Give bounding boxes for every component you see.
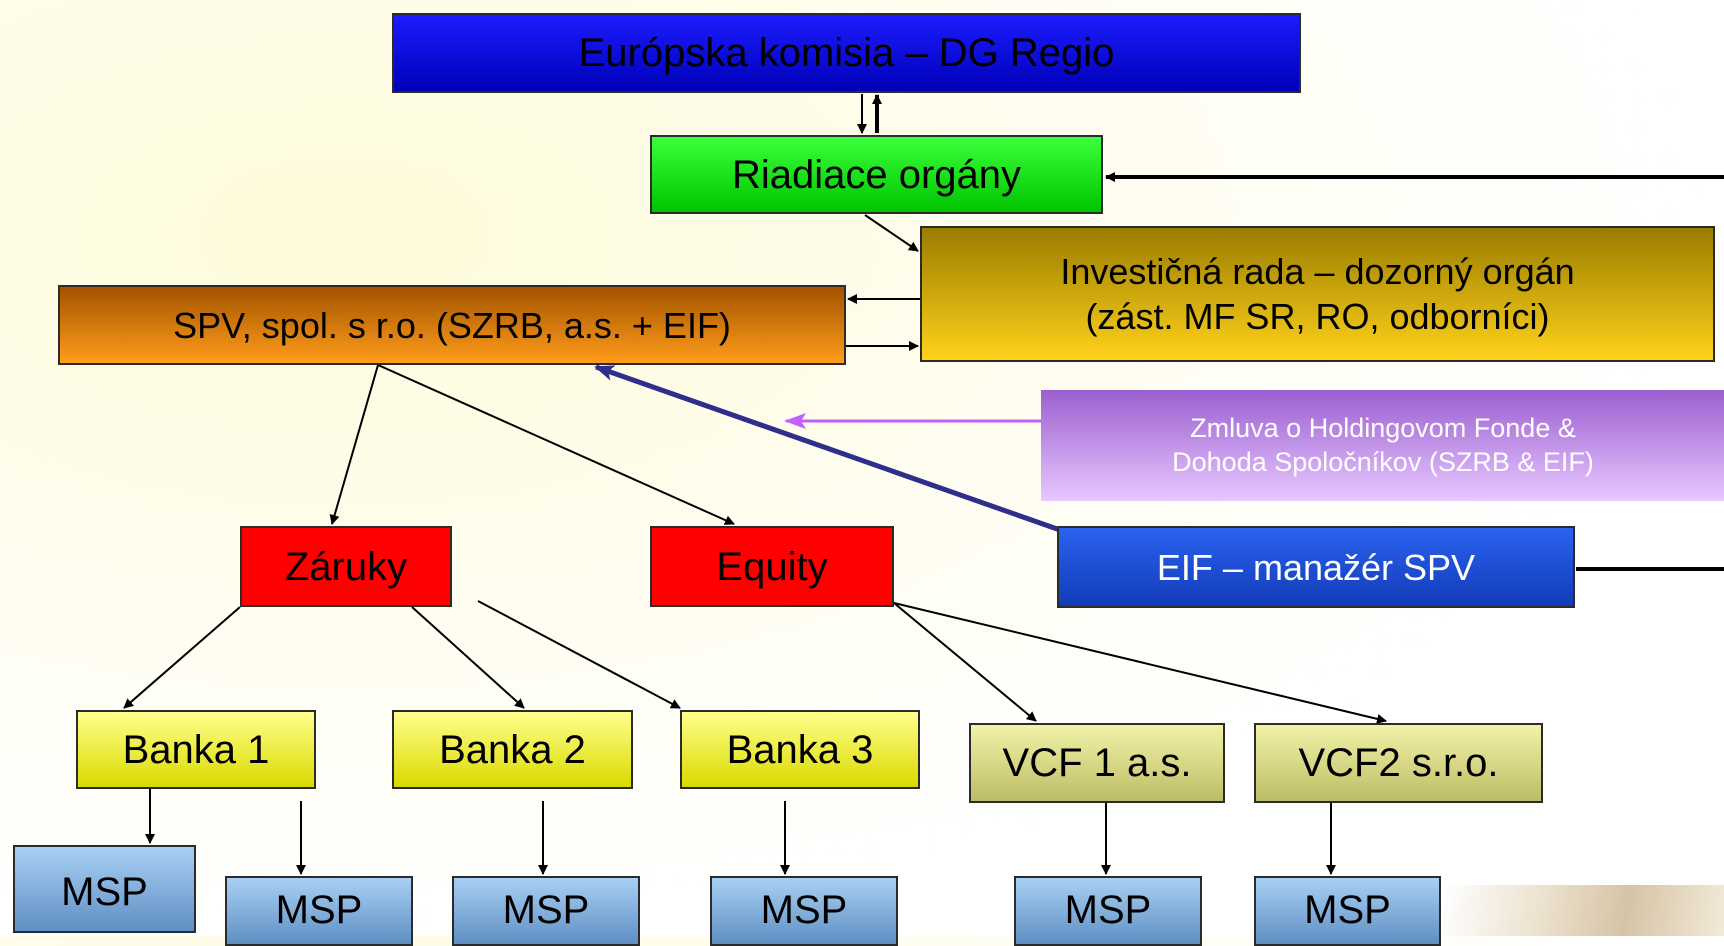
node-contract-note: Zmluva o Holdingovom Fonde & Dohoda Spol… [1041,390,1724,501]
node-vcf-1-label: VCF 1 a.s. [1002,741,1192,785]
arrow-equity-to-vcf2 [893,602,1387,724]
node-managing-authorities-label: Riadiace orgány [731,152,1022,197]
node-vcf-2: VCF2 s.r.o. [1254,723,1543,803]
node-investment-board: Investičná rada – dozorný orgán (zást. M… [920,226,1715,362]
node-guarantees-label: Záruky [284,544,408,589]
arrow-ro-to-ir [864,214,919,252]
node-eif-manager-label: EIF – manažér SPV [1156,546,1476,588]
node-guarantees: Záruky [240,526,452,607]
node-managing-authorities: Riadiace orgány [650,135,1103,214]
node-european-commission-label: Európska komisia – DG Regio [578,31,1115,75]
node-bank-2-label: Banka 2 [439,727,586,772]
investment-board-line2: (zást. MF SR, RO, odborníci) [1085,296,1550,337]
arrow-zaruky-to-banka3 [477,600,681,709]
node-msp: MSP [13,845,196,933]
node-msp: MSP [452,876,640,946]
node-vcf-2-label: VCF2 s.r.o. [1298,741,1499,785]
node-msp: MSP [1014,876,1202,946]
node-spv-label: SPV, spol. s r.o. (SZRB, a.s. + EIF) [173,304,731,346]
node-bank-3: Banka 3 [680,710,920,789]
node-spv: SPV, spol. s r.o. (SZRB, a.s. + EIF) [58,285,846,365]
contract-note-line1: Zmluva o Holdingovom Fonde & [1190,412,1576,443]
node-bank-2: Banka 2 [392,710,633,789]
node-msp-label: MSP [275,888,363,932]
arrow-spv-to-equity [377,364,735,525]
node-msp-label: MSP [1304,888,1391,932]
decorative-photo-corner [1442,885,1724,936]
arrow-equity-to-vcf1 [893,602,1037,722]
node-bank-1: Banka 1 [76,710,316,789]
arrow-eif-to-spv [594,364,1061,533]
node-msp-label: MSP [760,888,848,932]
arrow-zaruky-to-banka2 [411,606,525,709]
node-equity: Equity [650,526,894,607]
node-msp: MSP [225,876,413,946]
node-msp-label: MSP [1064,888,1152,932]
arrow-zaruky-to-banka1 [123,606,241,709]
arrow-spv-to-zaruky [329,364,379,525]
node-eif-manager: EIF – manažér SPV [1057,526,1575,608]
node-bank-1-label: Banka 1 [122,727,270,772]
node-european-commission: Európska komisia – DG Regio [392,13,1301,93]
node-msp-label: MSP [61,870,148,914]
node-msp: MSP [710,876,898,946]
node-vcf-1: VCF 1 a.s. [969,723,1225,803]
node-bank-3-label: Banka 3 [726,727,874,772]
investment-board-line1: Investičná rada – dozorný orgán [1060,251,1575,292]
node-msp-label: MSP [502,888,590,932]
node-equity-label: Equity [716,544,828,589]
node-msp: MSP [1254,876,1441,946]
contract-note-line2: Dohoda Spoločníkov (SZRB & EIF) [1172,446,1594,477]
